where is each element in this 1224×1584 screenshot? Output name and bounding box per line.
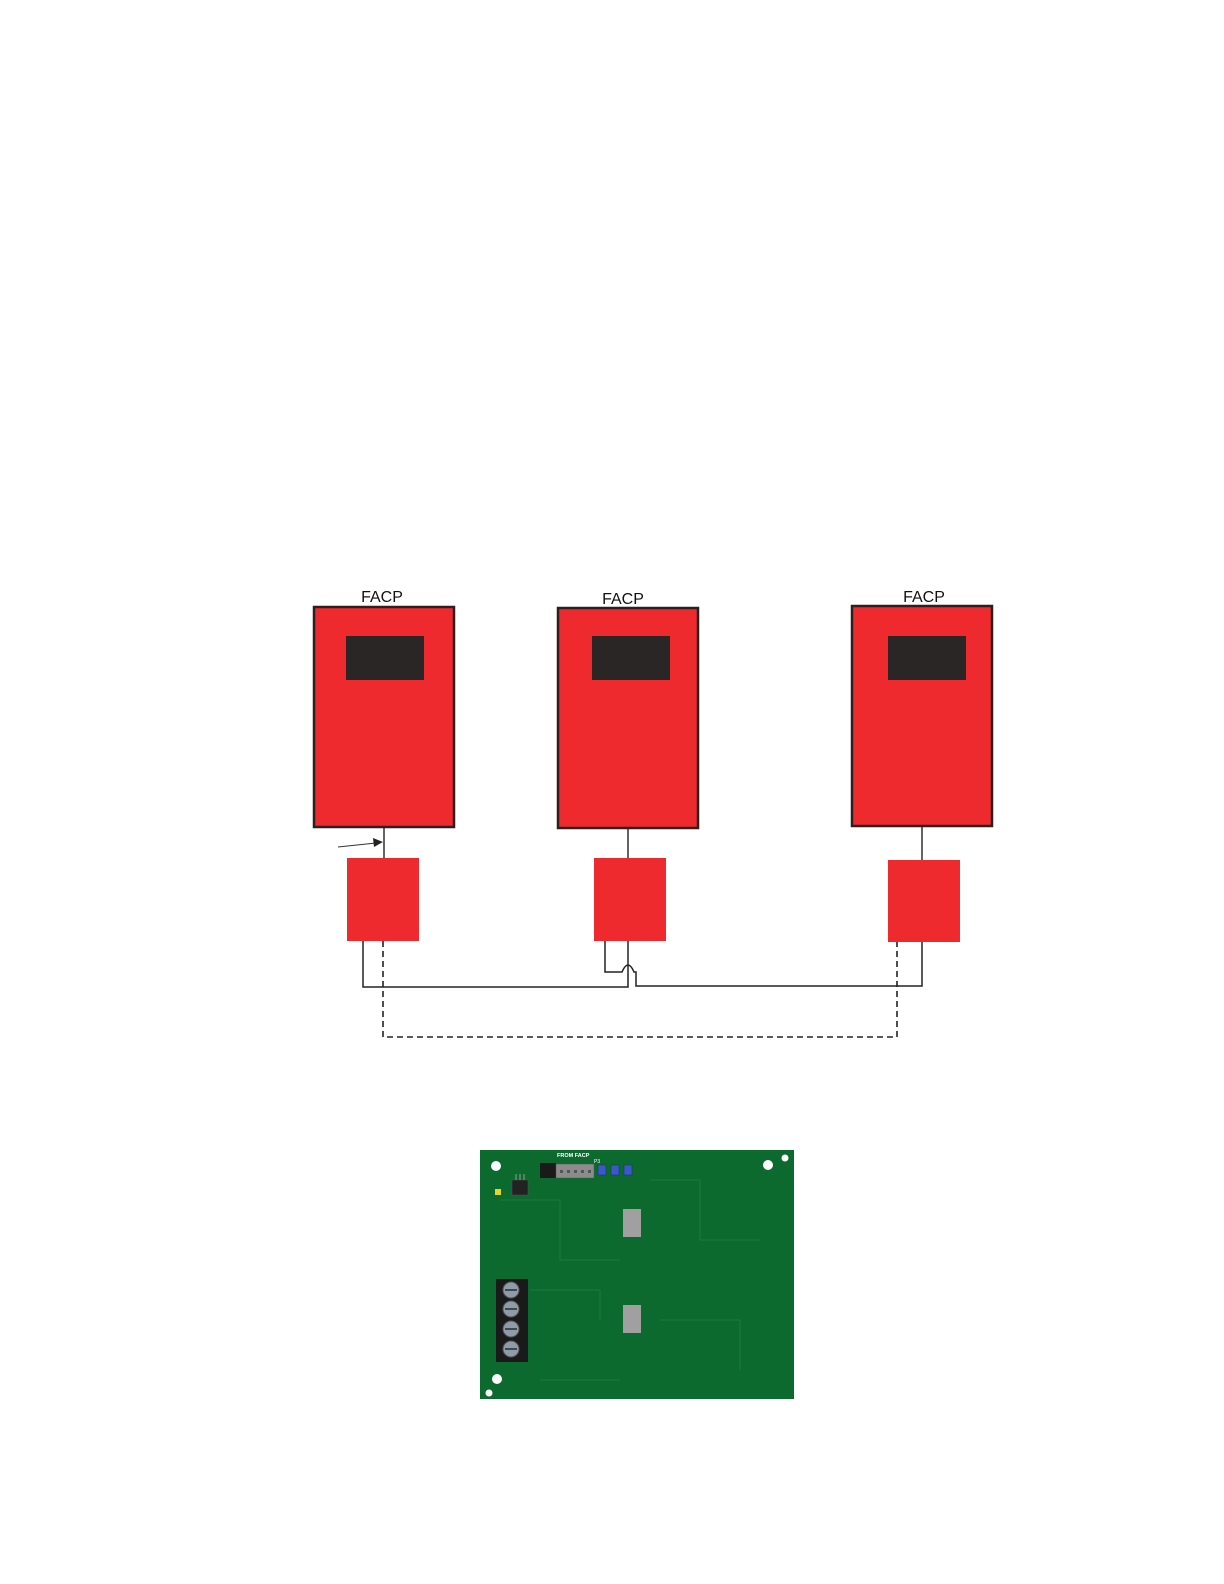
mounting-hole-top-right-small [782,1155,789,1162]
jumper-2 [611,1165,619,1175]
chip-lower [623,1305,641,1333]
terminal-screw-3 [503,1321,519,1337]
facp-display-3 [888,636,966,680]
status-led [495,1189,501,1195]
facp-display-1 [346,636,424,680]
p3-label: P3 [594,1159,600,1165]
facp-panel-3: FACP [852,589,992,826]
facp-label-1: FACP [361,589,403,606]
facp-display-2 [592,636,670,680]
terminal-screw-4 [503,1341,519,1357]
network-module-1 [347,858,419,941]
terminal-screw-1 [503,1282,519,1298]
solid-wire-right [605,941,922,986]
chip-upper [623,1209,641,1237]
jumper-1 [598,1165,606,1175]
facp-label-3: FACP [903,589,945,606]
solid-wire-left [363,941,628,987]
terminal-block [496,1279,528,1362]
network-module-2 [594,858,666,941]
network-circuit-board: FROM FACP P3 [480,1150,794,1399]
mounting-hole-bottom-left [492,1374,502,1384]
jumper-3 [624,1165,632,1175]
connector-block [540,1163,556,1178]
terminal-screw-2 [503,1301,519,1317]
pointer-arrow [338,838,383,847]
from-facp-label: FROM FACP [557,1153,590,1159]
network-module-3 [888,860,960,942]
mounting-hole-top-left [491,1161,501,1171]
facp-panel-1: FACP [314,589,454,827]
mounting-hole-bottom-left-small [486,1390,493,1397]
facp-label-2: FACP [602,591,644,608]
dashed-wire [383,941,897,1037]
facp-panel-2: FACP [558,591,698,828]
mounting-hole-top-right [763,1160,773,1170]
